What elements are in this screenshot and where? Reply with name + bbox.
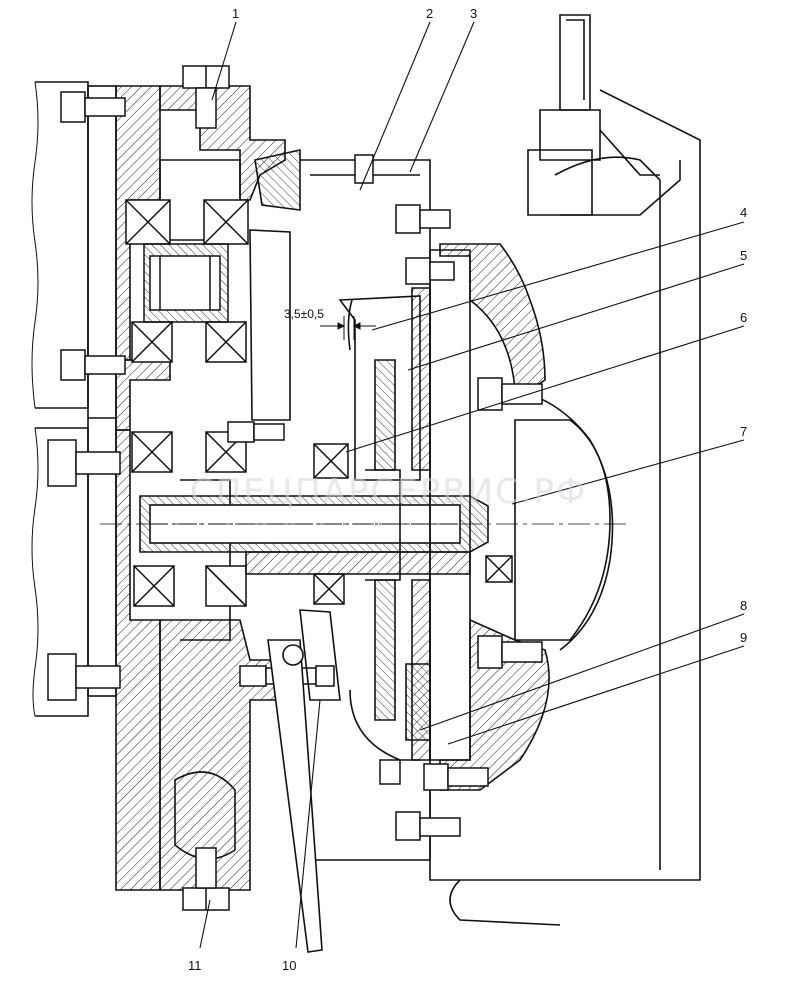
bearings (125, 199, 513, 607)
dimension-label: 3,5±0,5 (284, 307, 324, 321)
callout-8: 8 (740, 598, 747, 613)
top-fitting (527, 14, 681, 216)
gear-hub (143, 243, 229, 323)
leader-lines (199, 21, 745, 949)
dimension-annotation (320, 316, 376, 340)
callout-3: 3 (470, 6, 477, 21)
callout-9: 9 (740, 630, 747, 645)
callout-5: 5 (740, 248, 747, 263)
callout-7: 7 (740, 424, 747, 439)
callout-1: 1 (232, 6, 239, 21)
clutch-housing (115, 85, 301, 891)
callout-10: 10 (282, 958, 296, 973)
callout-11: 11 (188, 958, 202, 973)
callout-6: 6 (740, 310, 747, 325)
disk-pack (300, 159, 471, 861)
callout-4: 4 (740, 205, 747, 220)
bolts (47, 65, 543, 911)
engine-flange (31, 81, 117, 717)
callout-2: 2 (426, 6, 433, 21)
main-shaft (100, 495, 630, 575)
release-lever (267, 609, 341, 953)
watermark: СПЕЦПАРСЕРВИС.РФ (190, 472, 587, 512)
